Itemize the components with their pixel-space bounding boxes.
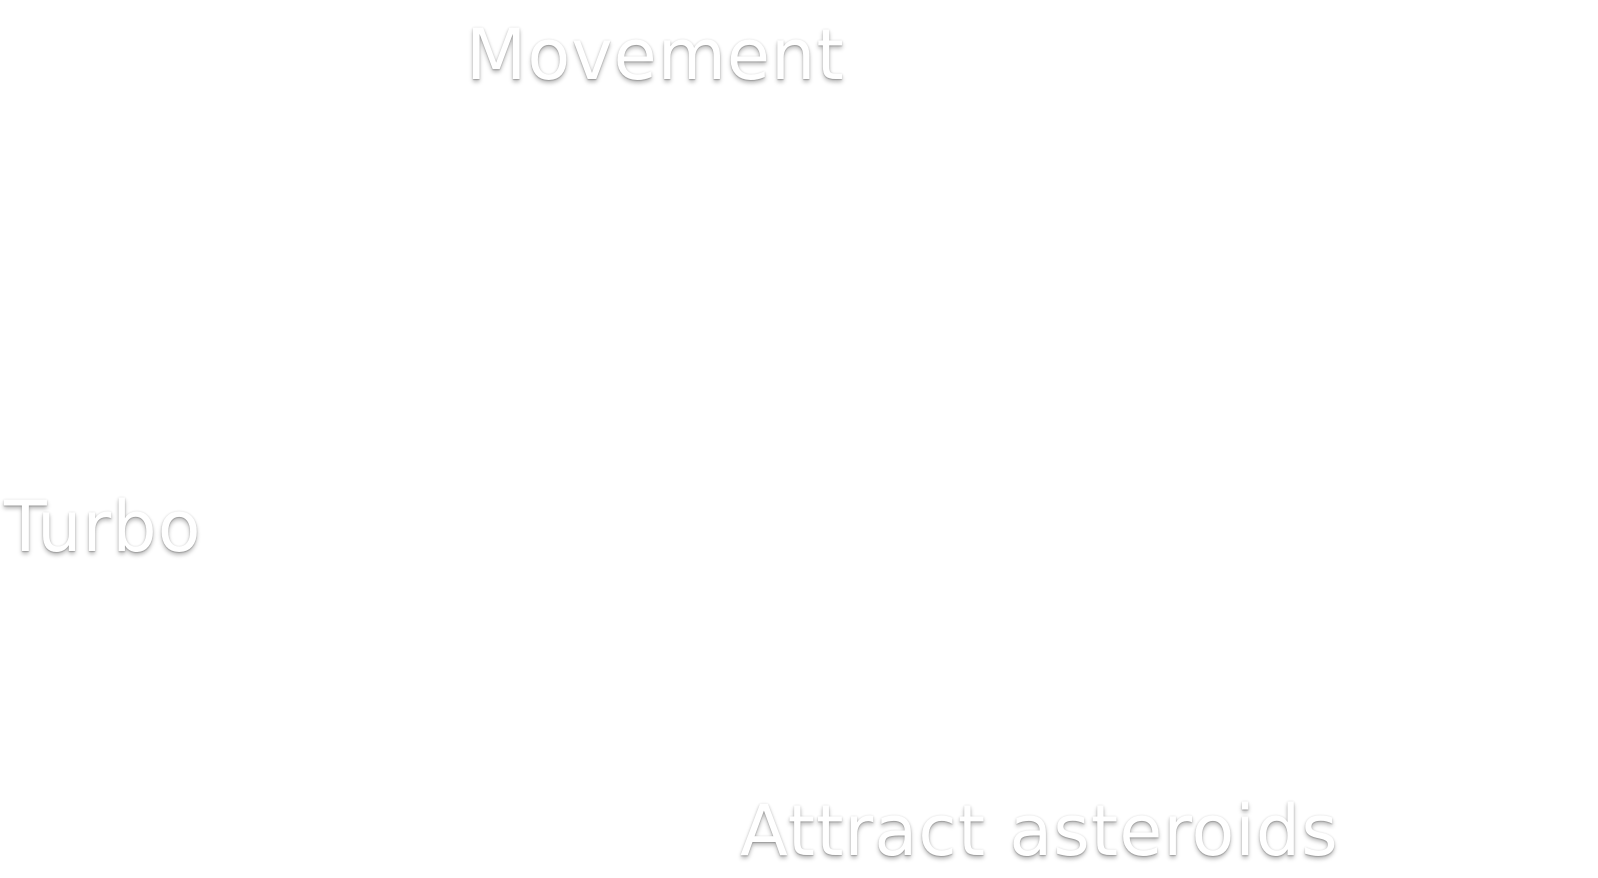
movement-control-label: Movement bbox=[466, 14, 845, 96]
turbo-control-label: Turbo bbox=[4, 486, 202, 568]
attract-asteroids-control-label: Attract asteroids bbox=[740, 790, 1339, 872]
